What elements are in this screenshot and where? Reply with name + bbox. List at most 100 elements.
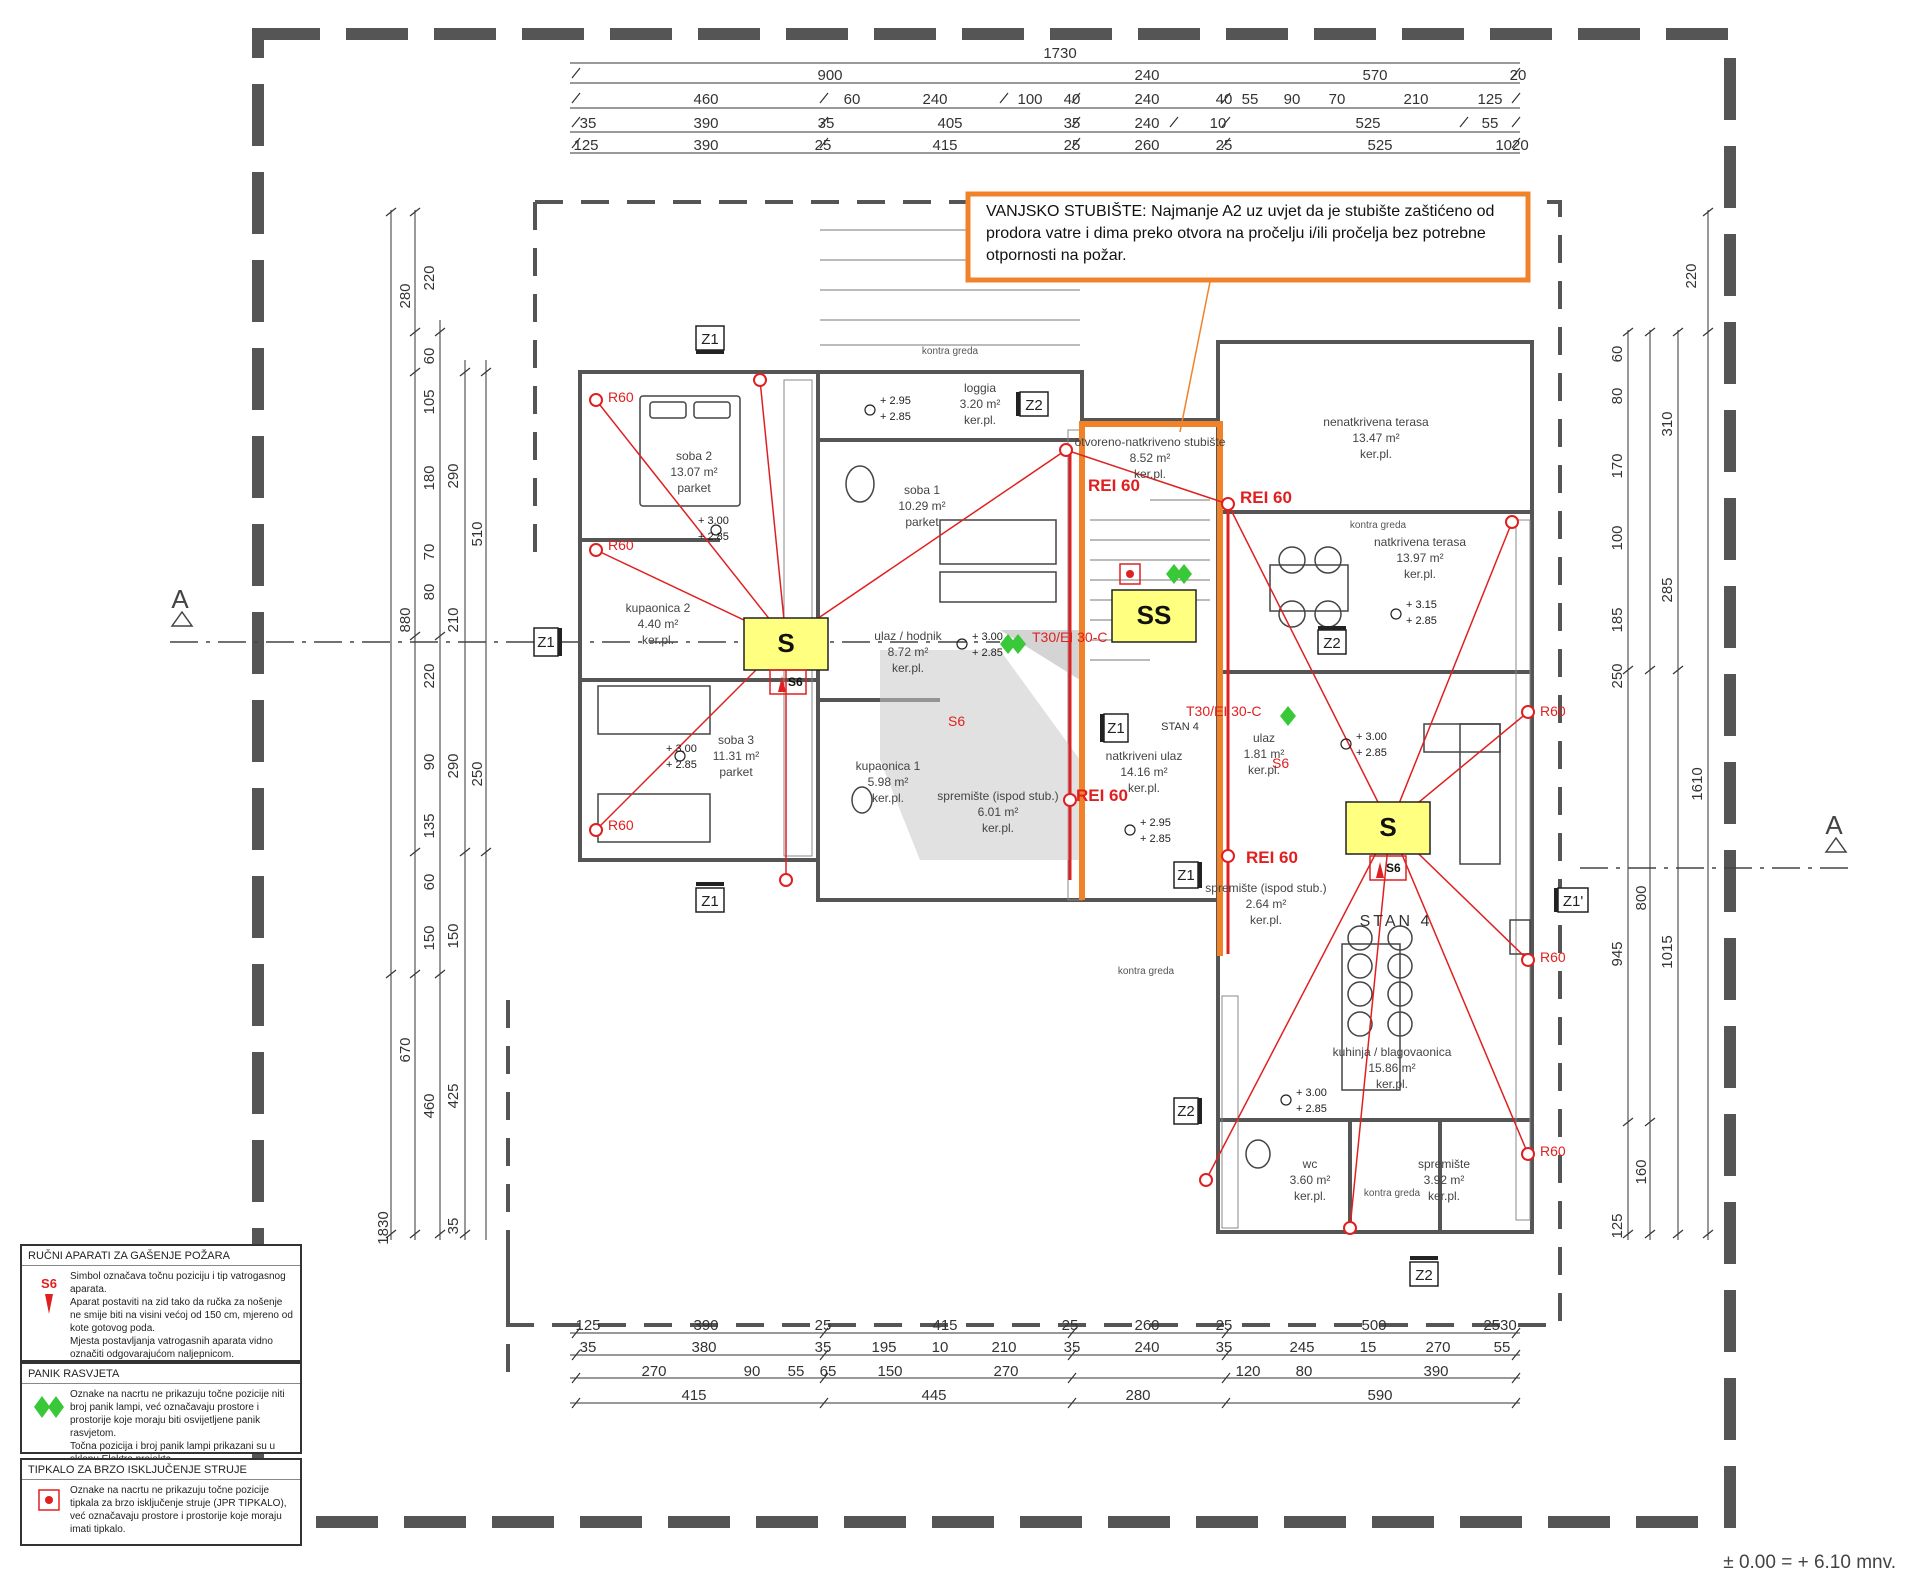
dim-bottom-3: 65 [820,1363,837,1380]
room-label-line: 15.86 m² [1368,1061,1415,1075]
dim-bottom-2: 195 [871,1339,896,1356]
evac-nodes [589,373,1535,1235]
level-value: + 2.85 [1296,1103,1327,1115]
dim-top-4: 390 [693,137,718,154]
dim-top-4: 1020 [1495,137,1528,154]
door-rating: T30/EI 30-C [1032,629,1107,645]
room-label-line: ker.pl. [1250,913,1282,927]
dim-right-1: 1015 [1659,935,1676,968]
dim-right-1: 220 [1683,263,1700,288]
level-value: + 3.00 [972,631,1003,643]
top-dim-text: 1730 900 240 570 460 60 240 100 40 240 4… [573,45,1528,154]
level-value: + 3.00 [666,743,697,755]
room-label-line: ker.pl. [1360,447,1392,461]
legend-power-switch: TIPKALO ZA BRZO ISKLJUČENJE STRUJE Oznak… [20,1458,302,1546]
legend-text: Oznake na nacrtu ne prikazuju točne pozi… [70,1389,285,1439]
dim-left-4: 250 [469,761,486,786]
dim-bottom-1: 260 [1134,1317,1159,1334]
room-label-line: 13.97 m² [1396,551,1443,565]
level-value: + 2.85 [1140,833,1171,845]
dim-top-2: 240 [922,91,947,108]
overall-height: 1830 [375,1211,392,1244]
extinguisher-ss-label: SS [1137,600,1172,630]
dim-top-3: 525 [1355,115,1380,132]
dim-right-2: 160 [1633,1159,1650,1184]
level-value: + 2.85 [972,647,1003,659]
beam-label: kontra greda [922,346,979,357]
dim-bottom-2: 270 [1425,1339,1450,1356]
room-label-line: 4.40 m² [638,617,679,631]
room-label-line: loggia [964,381,996,395]
legend-text: Aparat postaviti na zid tako da ručka za… [70,1297,293,1334]
dim-top-1: 240 [1134,67,1159,84]
dim-left-2: 70 [421,544,438,561]
s6-marker: S6 [788,675,803,689]
dim-left-3: 220 [421,265,438,290]
room-label-line: 3.60 m² [1290,1173,1331,1187]
s6-marker: S6 [1386,861,1401,875]
dim-top-2: 70 [1329,91,1346,108]
dim-right-2: 100 [1609,525,1626,550]
section-a-left: A [171,584,189,614]
legend-text: Oznake na nacrtu ne prikazuju točne pozi… [70,1485,287,1535]
top-dimension-lines [570,62,1520,154]
dim-bottom-2: 245 [1289,1339,1314,1356]
room-label-line: 1.81 m² [1244,747,1285,761]
room-label-line: 8.52 m² [1130,451,1171,465]
dim-bottom-2: 210 [991,1339,1016,1356]
dim-bottom-3: 270 [993,1363,1018,1380]
rei-label: REI 60 [1246,848,1298,867]
dim-top-1: 900 [817,67,842,84]
extinguisher-s-label: S [1379,812,1396,842]
left-dim-text: 1830 880 670 280 60 105 180 70 80 210 22… [375,265,486,1244]
dim-bottom-2: 10 [932,1339,949,1356]
dim-left-3: 290 [445,463,462,488]
room-label-line: ker.pl. [1404,567,1436,581]
left-dimension-lines [390,210,487,1240]
dim-top-3: 390 [693,115,718,132]
dim-top-4: 25 [1216,137,1233,154]
overall-width: 1730 [1043,45,1076,62]
room-label-line: 13.47 m² [1352,431,1399,445]
dim-bottom-4: 415 [681,1387,706,1404]
level-markers: + 2.95 + 2.85 + 3.00 + 2.85 + 3.00 + 2.8… [666,395,1437,1115]
zone-label: Z1 [1107,720,1125,737]
dim-top-3: 35 [818,115,835,132]
room-label-line: ker.pl. [964,413,996,427]
dim-bottom-3: 90 [744,1363,761,1380]
dim-top-4: 260 [1134,137,1159,154]
right-dimension-lines [1627,210,1709,1240]
dim-left-2: 220 [421,663,438,688]
note-box: VANJSKO STUBIŠTE: Najmanje A2 uz uvjet d… [965,191,1531,283]
room-label-line: spremište [1418,1157,1470,1171]
room-label-line: ker.pl. [1294,1189,1326,1203]
dim-bottom-2: 15 [1360,1339,1377,1356]
dim-bottom-3: 120 [1235,1363,1260,1380]
dim-bottom-2: 35 [1216,1339,1233,1356]
dim-top-3: 35 [1064,115,1081,132]
dim-left-2: 210 [445,607,462,632]
bottom-dimension-lines [570,1332,1520,1404]
dim-top-2: 240 [1134,91,1159,108]
unit-label: STAN 4 [1360,913,1433,930]
room-label-line: ker.pl. [1428,1189,1460,1203]
level-value: + 3.00 [1356,731,1387,743]
dim-right-2: 60 [1609,346,1626,363]
dim-right-1: 285 [1659,577,1676,602]
room-label-line: 3.92 m² [1424,1173,1465,1187]
room-label-line: ker.pl. [892,661,924,675]
r60-label: R60 [1540,949,1566,965]
dim-bottom-4: 590 [1367,1387,1392,1404]
dim-left-2: 150 [421,925,438,950]
dim-bottom-4: 280 [1125,1387,1150,1404]
dim-top-4: 125 [573,137,598,154]
dim-top-2: 40 [1064,91,1081,108]
level-value: + 2.85 [880,411,911,423]
